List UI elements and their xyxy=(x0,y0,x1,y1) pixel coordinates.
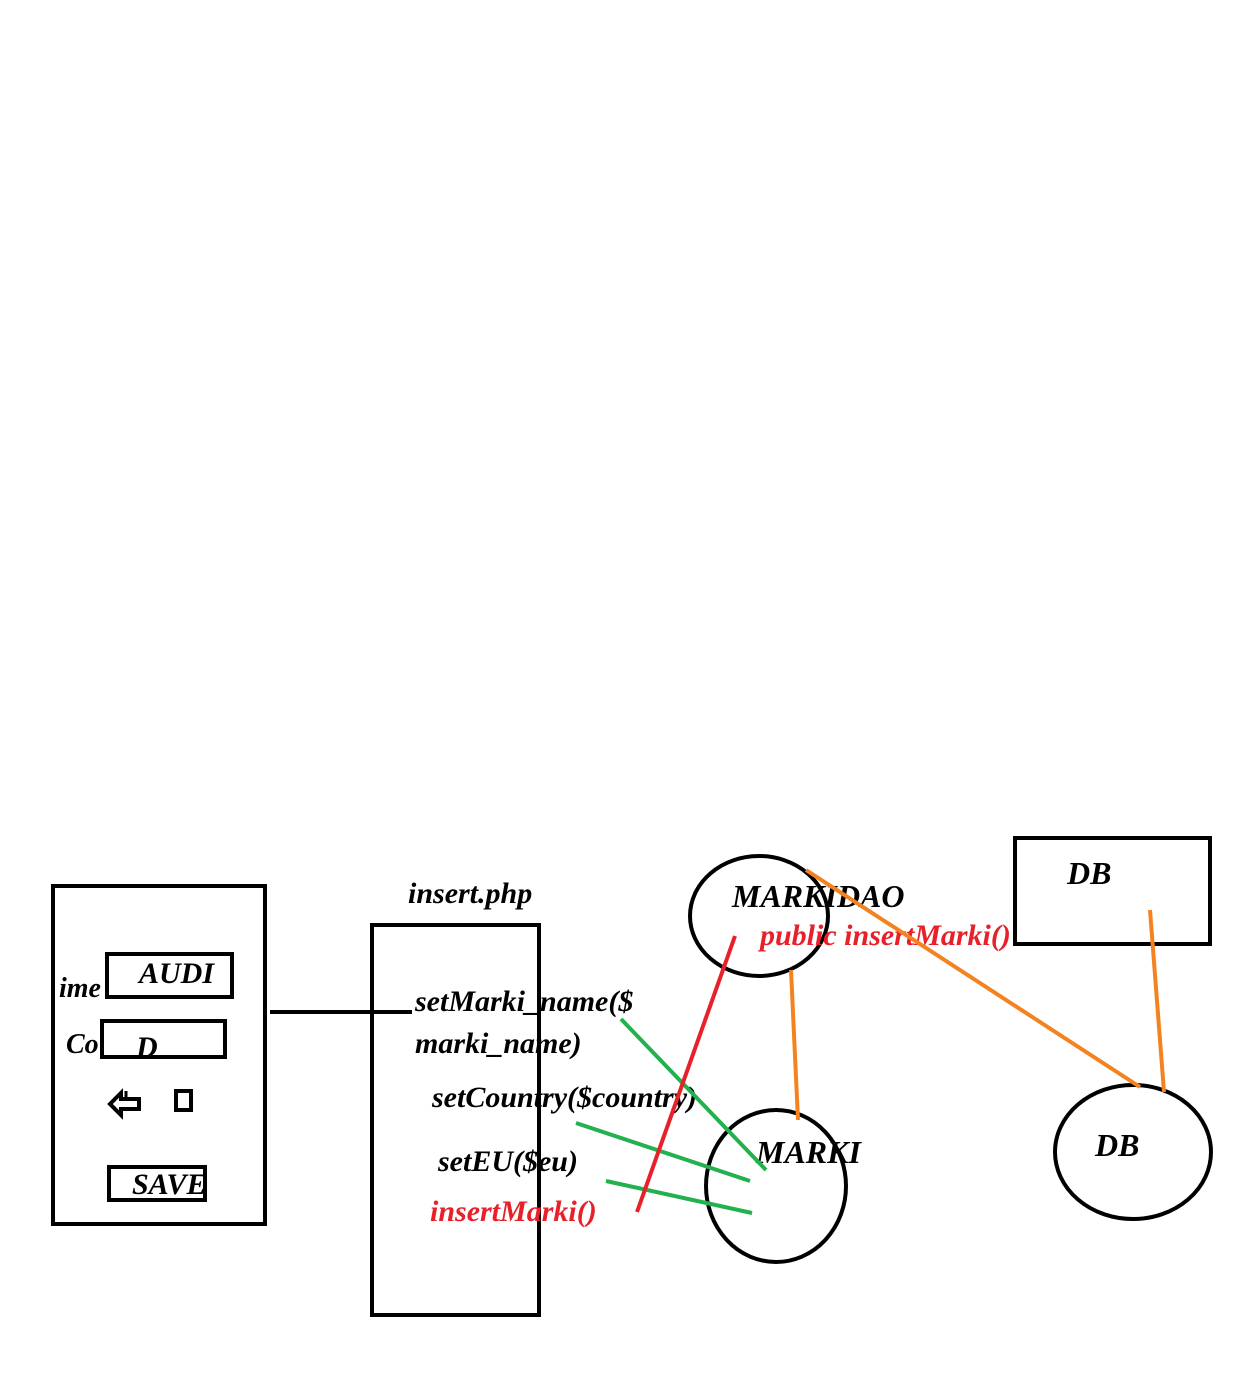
db-box xyxy=(1013,836,1212,946)
call-set-marki-name-line2: marki_name) xyxy=(415,1027,582,1060)
db-box-label: DB xyxy=(1066,855,1111,891)
form-panel xyxy=(51,884,267,1226)
call-set-eu: setEU($eu) xyxy=(437,1145,578,1178)
form-label-name: ime xyxy=(59,973,101,1004)
country-input-value: D xyxy=(135,1031,158,1064)
red-connector-insert xyxy=(635,935,737,1213)
orange-connector-dao-marki xyxy=(789,969,800,1121)
call-set-marki-name-line1: setMarki_name($ xyxy=(414,985,633,1018)
radio-icon[interactable] xyxy=(107,1088,141,1120)
markidao-label: MARKIDAO xyxy=(731,878,905,914)
green-connector-country xyxy=(575,1121,751,1183)
name-input[interactable] xyxy=(105,952,234,999)
orange-connector-dao-db xyxy=(804,868,1142,1089)
save-button[interactable] xyxy=(107,1165,207,1202)
marki-label: MARKI xyxy=(755,1134,862,1170)
marki-node xyxy=(704,1108,848,1264)
call-insert-marki: insertMarki() xyxy=(430,1195,597,1228)
orange-connector-db-db xyxy=(1148,909,1166,1093)
insert-php-title: insert.php xyxy=(408,877,532,910)
db-node xyxy=(1053,1083,1213,1221)
checkbox-icon[interactable] xyxy=(174,1089,193,1112)
green-connector-eu xyxy=(605,1179,753,1215)
save-button-label: SAVE xyxy=(132,1168,207,1201)
markidao-method: public insertMarki() xyxy=(757,919,1011,952)
call-set-country: setCountry($country) xyxy=(431,1081,697,1114)
country-input[interactable] xyxy=(100,1019,227,1059)
insert-php-box xyxy=(370,923,541,1317)
form-label-country: Co xyxy=(66,1029,99,1060)
markidao-node xyxy=(688,854,830,978)
db-node-label: DB xyxy=(1094,1127,1139,1163)
green-connector-marki-name xyxy=(619,1017,768,1172)
name-input-value: AUDI xyxy=(137,957,215,990)
